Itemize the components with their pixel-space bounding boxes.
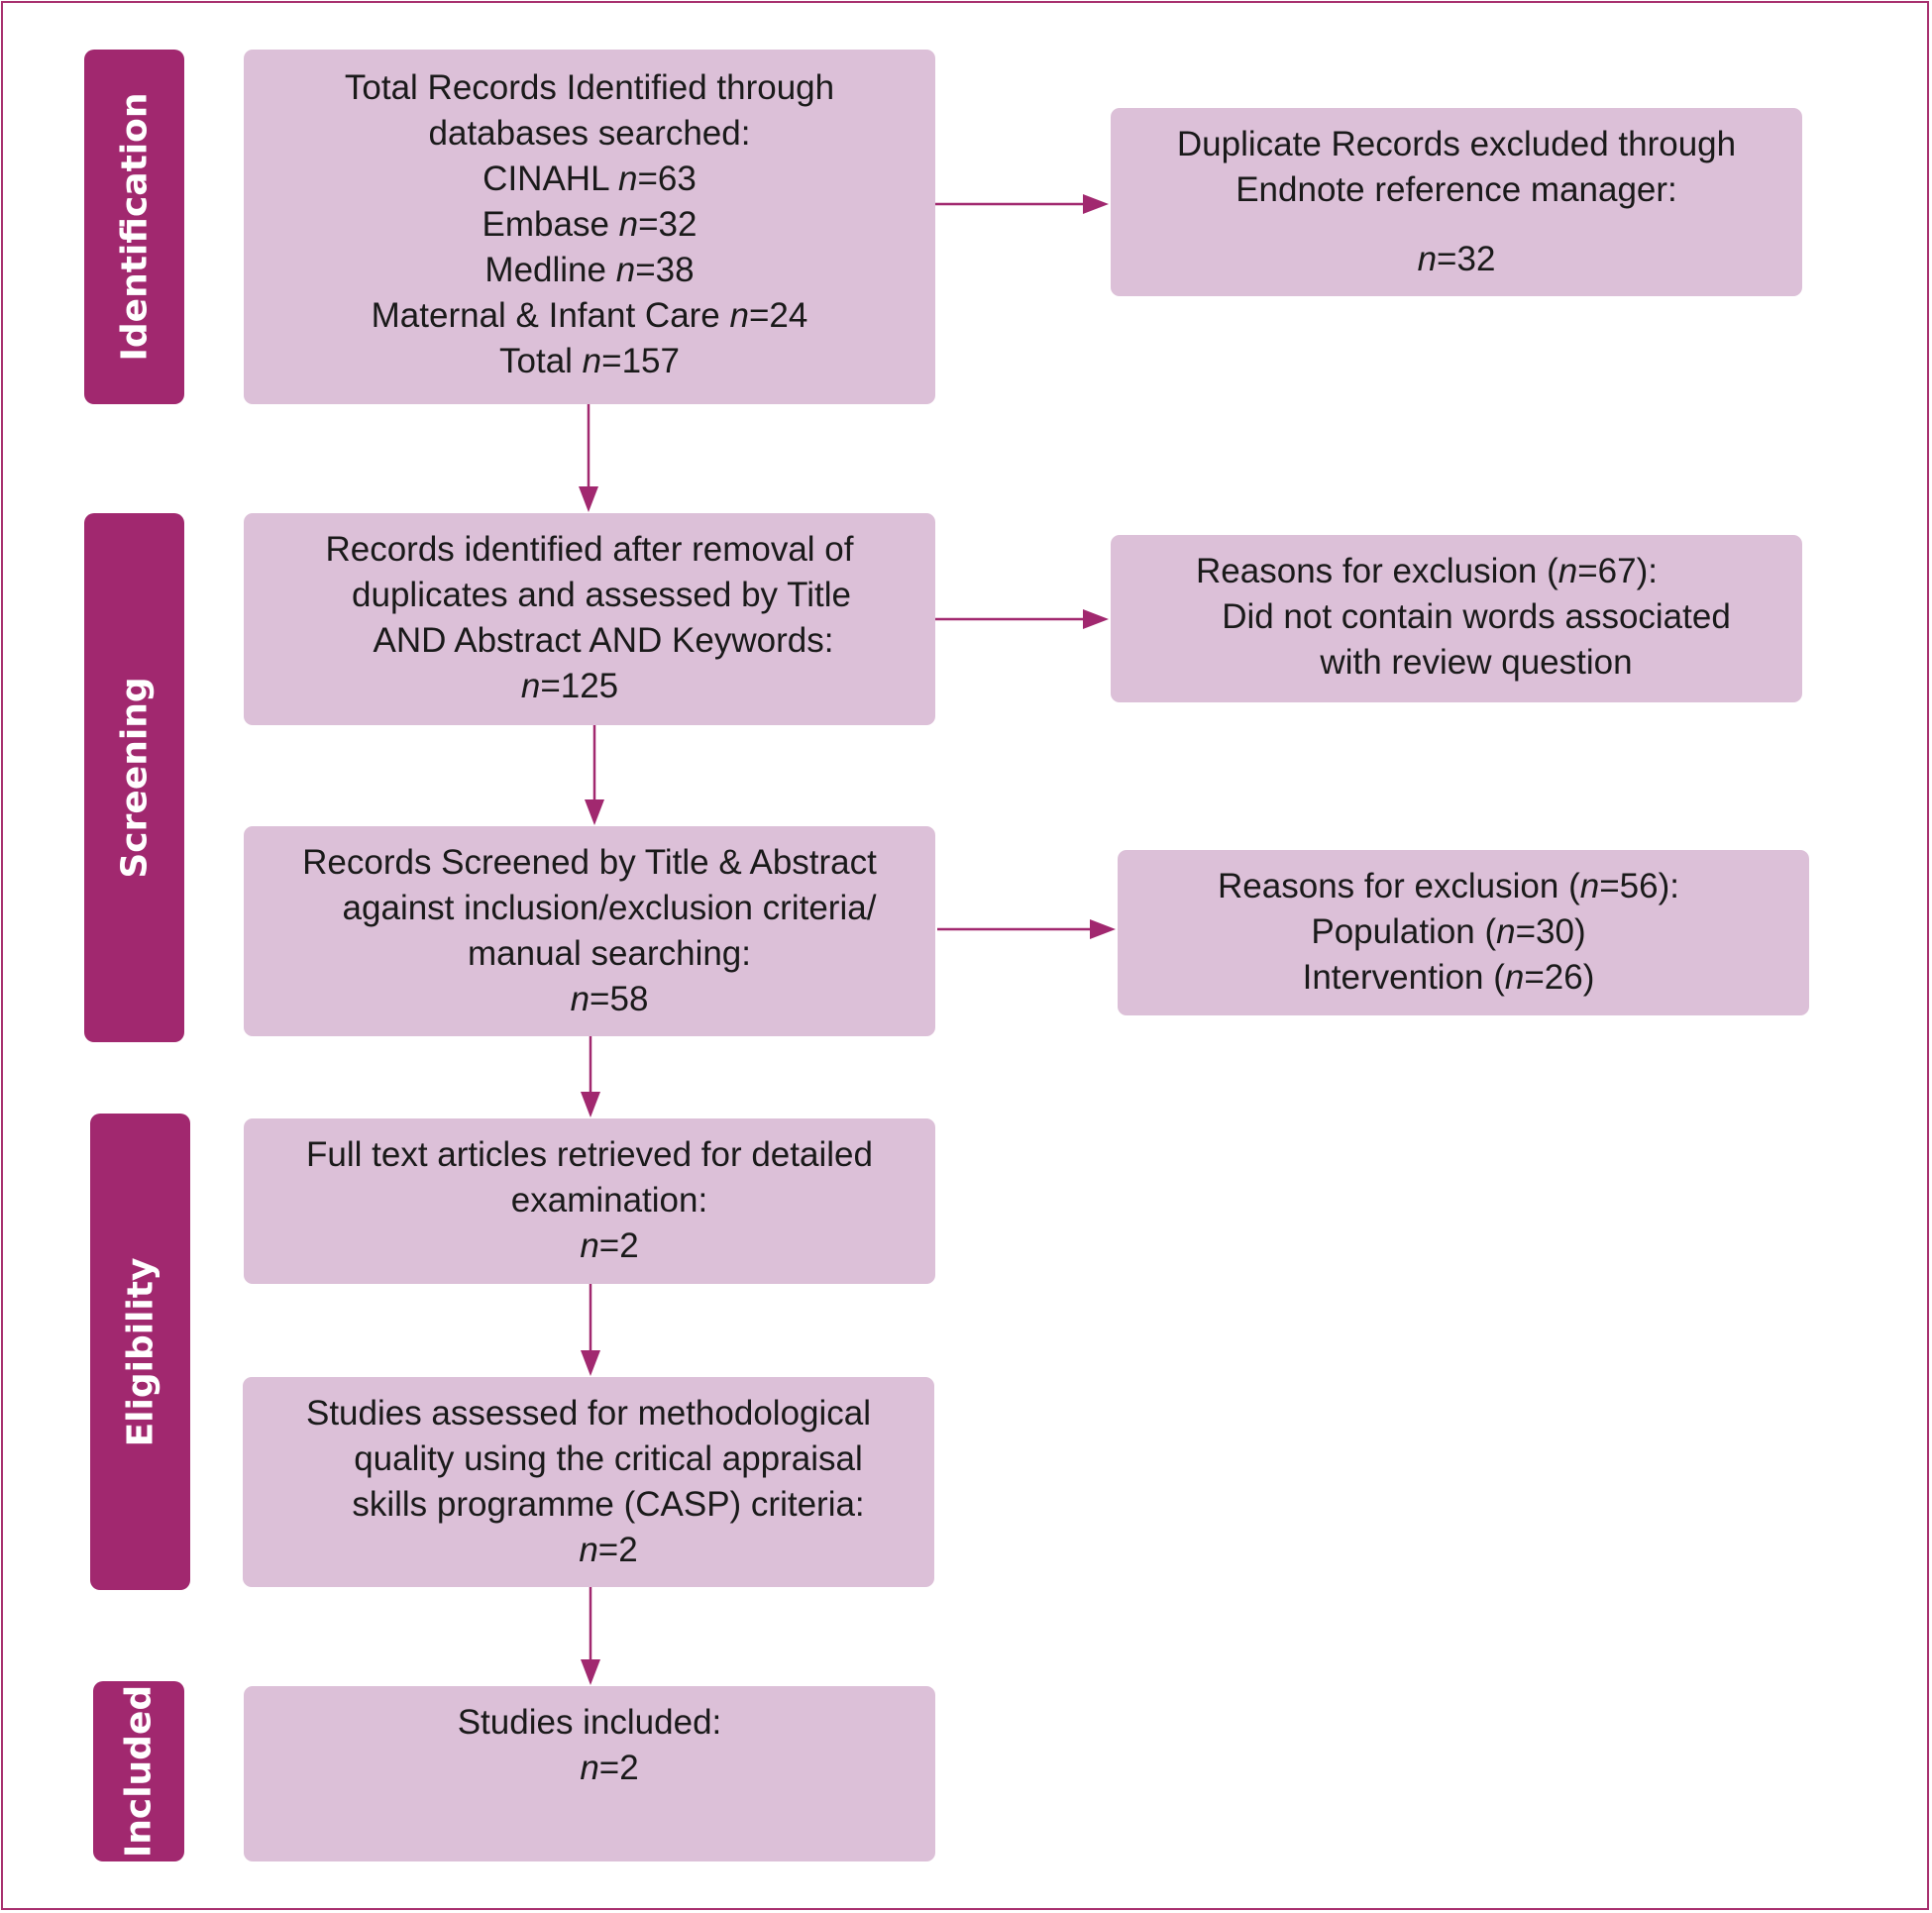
fulltext-line-2: examination: [510,1181,708,1220]
arrow-after-dup-to-screened [585,725,604,825]
box-exclusion-reasons-2: Reasons for exclusion (n=56): Population… [1118,850,1809,1015]
excl1-line-2: Did not contain words associated [1222,597,1731,636]
box-duplicates-excluded: Duplicate Records excluded through Endno… [1111,108,1802,296]
stage-identification: Identification [84,50,184,404]
arrow-after-dup-to-excl1 [935,609,1109,629]
included-count: n=2 [580,1749,639,1787]
duplicates-line-1: Duplicate Records excluded through [1176,125,1737,163]
box-casp-assessment: Studies assessed for methodological qual… [243,1377,934,1587]
identified-line-1: Total Records Identified through [344,68,835,107]
excl2-intervention: Intervention (n=26) [1302,958,1595,997]
identified-cinahl: CINAHL n=63 [483,159,697,198]
after-dup-line-3: AND Abstract AND Keywords: [373,621,834,660]
casp-line-2: quality using the critical appraisal [354,1439,863,1478]
excl2-line-1: Reasons for exclusion (n=56): [1218,867,1679,905]
stage-screening: Screening [84,513,184,1042]
identified-line-2: databases searched: [428,114,751,153]
arrow-fulltext-to-casp [581,1284,600,1376]
duplicates-count: n=32 [1417,240,1496,278]
box-records-identified: Total Records Identified through databas… [244,50,935,404]
stage-included: Included [93,1681,184,1861]
identified-embase: Embase n=32 [482,205,698,244]
box-full-text-articles: Full text articles retrieved for detaile… [244,1118,935,1284]
arrow-casp-to-included [581,1587,600,1685]
excl1-line-3: with review question [1320,643,1633,682]
identified-maternal-infant-care: Maternal & Infant Care n=24 [371,296,808,335]
arrow-identified-to-duplicates [935,194,1109,214]
after-dup-count: n=125 [520,667,619,705]
screened-line-3: manual searching: [468,934,751,973]
screened-line-1: Records Screened by Title & Abstract [302,843,877,882]
screened-count: n=58 [570,980,649,1018]
after-dup-line-2: duplicates and assessed by Title [352,576,851,614]
arrow-screened-to-fulltext [581,1036,600,1117]
fulltext-line-1: Full text articles retrieved for detaile… [306,1135,873,1174]
fulltext-count: n=2 [580,1226,639,1265]
casp-count: n=2 [579,1531,638,1569]
identified-total: Total n=157 [499,342,680,380]
excl1-line-1: Reasons for exclusion (n=67): [1196,552,1658,590]
identified-medline: Medline n=38 [484,251,695,289]
box-exclusion-reasons-1: Reasons for exclusion (n=67): Did not co… [1111,535,1802,702]
after-dup-line-1: Records identified after removal of [325,530,854,569]
included-line-1: Studies included: [457,1703,722,1742]
box-after-duplicate-removal: Records identified after removal of dupl… [244,513,935,725]
screened-line-2: against inclusion/exclusion criteria/ [342,889,877,927]
box-studies-included: Studies included: n=2 [244,1686,935,1861]
duplicates-line-2: Endnote reference manager: [1235,170,1677,209]
arrow-identified-to-after-dup [579,404,598,512]
excl2-population: Population (n=30) [1311,912,1586,951]
casp-line-3: skills programme (CASP) criteria: [352,1485,865,1524]
stage-eligibility: Eligibility [90,1114,190,1590]
arrow-screened-to-excl2 [937,919,1116,939]
casp-line-1: Studies assessed for methodological [305,1394,872,1433]
box-records-screened: Records Screened by Title & Abstract aga… [244,826,935,1036]
